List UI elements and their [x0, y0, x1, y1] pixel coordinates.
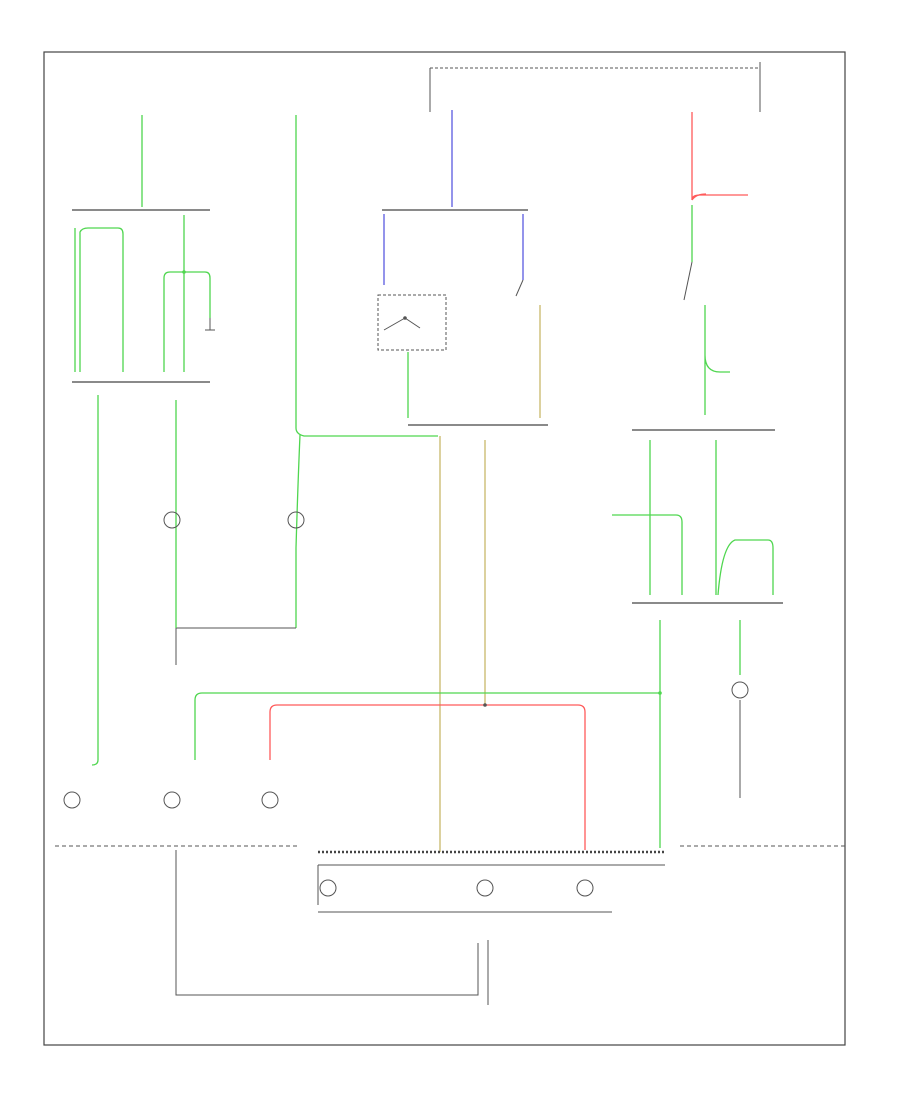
backup-lamp-right [576, 879, 594, 897]
front-lamp-left [163, 511, 181, 529]
trunk-wires [91, 115, 662, 852]
center-switch-block [377, 110, 548, 426]
backup-lamp-left [261, 791, 279, 809]
tail-lamp-left-2 [163, 791, 181, 809]
front-lamp-center [287, 511, 305, 529]
tail-lamp-right-1 [319, 879, 337, 897]
tail-lamp-right-2 [476, 879, 494, 897]
diagram-border [43, 51, 846, 1046]
right-junction-block [612, 112, 783, 798]
lower-zone [55, 845, 845, 1005]
lamps [63, 511, 749, 897]
rear-lamp-right [731, 681, 749, 699]
tail-lamp-left-1 [63, 791, 81, 809]
top-power-feeds [429, 62, 761, 112]
left-junction-block [72, 115, 215, 383]
